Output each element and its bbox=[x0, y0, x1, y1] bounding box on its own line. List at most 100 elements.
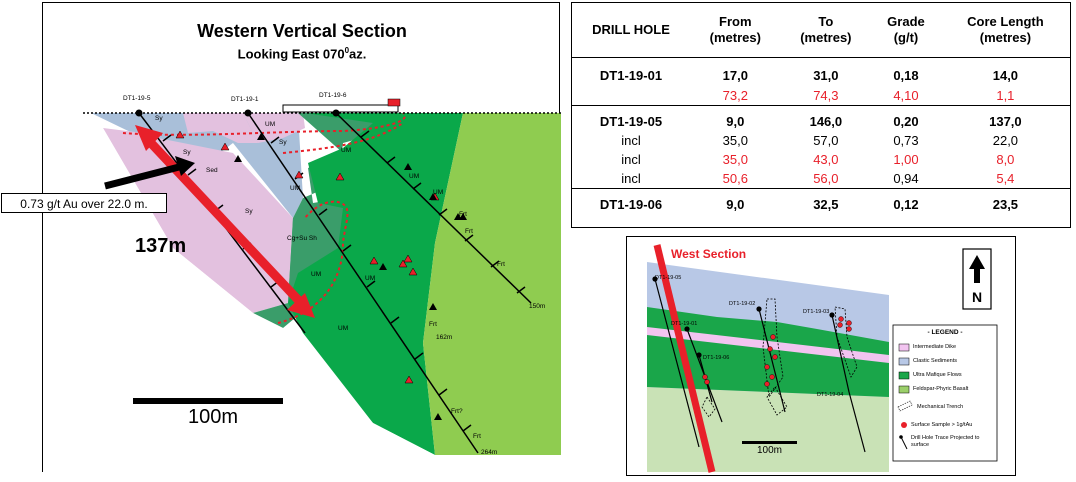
red-contact-line-2 bbox=[282, 122, 404, 154]
table-row: DT1-19-05 9,0 146,0 0,20 137,0 bbox=[572, 104, 1070, 131]
cell-grade: 0,94 bbox=[893, 170, 919, 186]
header-to: To (metres) bbox=[780, 3, 872, 58]
cell-hole: incl bbox=[621, 132, 641, 148]
table-row: DT1-19-06 9,0 32,5 0,12 23,5 bbox=[572, 187, 1070, 214]
orientation-triangles bbox=[234, 133, 467, 420]
drill-trace-dt1-19-6 bbox=[335, 112, 532, 304]
legend-trench-icon bbox=[897, 400, 913, 412]
legend-sample-icon bbox=[901, 422, 907, 428]
unit-label: Frt bbox=[473, 433, 481, 440]
depth-label-264m: 264m bbox=[481, 449, 498, 456]
unit-label: Frt bbox=[497, 261, 505, 268]
unit-label: Sy bbox=[245, 208, 253, 215]
cell-hole bbox=[572, 86, 690, 106]
unit-label: UM bbox=[409, 173, 420, 180]
unit-label: Cg+Su Sh bbox=[287, 235, 317, 242]
cell-hole: incl bbox=[621, 170, 641, 186]
cell-from: 50,6 bbox=[722, 170, 748, 186]
ultramafic-flows-zone bbox=[288, 113, 463, 455]
map-trenches bbox=[701, 298, 858, 418]
cell-from: 9,0 bbox=[690, 187, 781, 214]
callout-arrow bbox=[104, 156, 195, 190]
sample-triangles bbox=[175, 130, 440, 384]
intercept-length-label: 137m bbox=[135, 235, 187, 257]
map-hole-label: DT1-19-02 bbox=[729, 301, 756, 307]
legend-item-label: Mechanical Trench bbox=[917, 404, 964, 410]
table-row: 73,2 74,3 4,10 1,1 bbox=[572, 86, 1070, 106]
map-hole-label: DT1-19-04 bbox=[817, 392, 844, 398]
drill-trace-dt1-19-1 bbox=[247, 112, 479, 454]
unit-label: UM bbox=[341, 147, 352, 154]
cell-to: 56,0 bbox=[813, 170, 839, 186]
legend-swatches bbox=[898, 343, 910, 394]
cell-grade: 0,20 bbox=[871, 104, 941, 131]
cell-grade: 0,12 bbox=[871, 187, 941, 214]
map-title: West Section bbox=[671, 247, 747, 261]
section-scale-label: 100m bbox=[188, 406, 239, 428]
header-core-length: Core Length (metres) bbox=[940, 3, 1070, 58]
table-row: incl 50,6 56,0 0,94 5,4 bbox=[572, 169, 1070, 189]
table-row: incl 35,0 43,0 1,00 8,0 bbox=[572, 150, 1070, 169]
map-scale-bar bbox=[742, 441, 797, 444]
header-drill-hole: DRILL HOLE bbox=[572, 3, 690, 58]
depth-label-162m: 162m bbox=[436, 334, 453, 341]
unit-label: Sy bbox=[279, 139, 287, 146]
below-section-mask bbox=[43, 113, 561, 473]
cell-hole: DT1-19-01 bbox=[599, 68, 663, 84]
table-row: DT1-19-01 17,0 31,0 0,18 14,0 bbox=[572, 58, 1070, 86]
cell-grade: 0,18 bbox=[893, 68, 919, 84]
legend-item-label: Ultra Mafique Flows bbox=[913, 372, 962, 378]
vertical-section-figure bbox=[43, 98, 561, 473]
depth-label-150m: 150m bbox=[529, 303, 546, 310]
cell-from: 73,2 bbox=[722, 87, 748, 103]
unit-label: UM bbox=[365, 275, 376, 282]
legend-item-label: Feldspar-Phyric Basalt bbox=[913, 386, 969, 392]
cell-length: 22,0 bbox=[992, 132, 1019, 148]
cell-from: 35,0 bbox=[722, 132, 748, 148]
map-hole-label: DT1-19-01 bbox=[671, 321, 698, 327]
cell-from: 17,0 bbox=[722, 68, 748, 84]
cell-length: 5,4 bbox=[996, 170, 1015, 186]
cell-to: 57,0 bbox=[813, 132, 839, 148]
drill-collars bbox=[135, 109, 340, 117]
trench-box bbox=[282, 104, 399, 113]
subtitle-suffix: az. bbox=[349, 46, 367, 62]
unit-label: Frt bbox=[459, 211, 467, 218]
cell-hole: DT1-19-06 bbox=[572, 187, 690, 214]
legend-drill-icon bbox=[900, 436, 908, 450]
plan-map-figure bbox=[647, 244, 998, 473]
scale-bar bbox=[133, 398, 283, 404]
subtitle-degree: 0 bbox=[344, 46, 350, 55]
cell-grade: 1,00 bbox=[893, 151, 919, 167]
legend-item-label: Clastic Sediments bbox=[913, 358, 958, 364]
trench-marker bbox=[387, 98, 401, 107]
map-hole-label: DT1-19-03 bbox=[803, 309, 830, 315]
north-label: N bbox=[971, 289, 983, 305]
cell-length: 23,5 bbox=[940, 187, 1070, 214]
plan-map-panel: West Section N 100m DT1-19-05 DT1-19-02 … bbox=[626, 236, 1016, 476]
table-row: incl 35,0 57,0 0,73 22,0 bbox=[572, 131, 1070, 150]
unit-label: Sy bbox=[155, 115, 163, 122]
um-dark-zone-lower bbox=[253, 203, 343, 328]
unit-label: UM bbox=[290, 185, 301, 192]
legend-item-label: Drill Hole Trace Projected to surface bbox=[911, 435, 980, 448]
map-basalt-zone bbox=[647, 387, 889, 472]
legend-drill-collar-icon bbox=[899, 435, 903, 439]
map-scale-label: 100m bbox=[757, 445, 783, 456]
legend-item-label: Surface Sample > 1g/tAu bbox=[911, 422, 973, 428]
cell-length: 8,0 bbox=[996, 151, 1015, 167]
unit-label: Sy bbox=[183, 149, 191, 156]
legend-item-label: Intermediate Dike bbox=[913, 344, 957, 350]
cell-length: 14,0 bbox=[992, 68, 1019, 84]
unit-label: Sed bbox=[206, 167, 218, 174]
table-header-row: DRILL HOLE From (metres) To (metres) Gra… bbox=[572, 3, 1070, 58]
header-grade: Grade (g/t) bbox=[871, 3, 941, 58]
hole-label-dt1-19-5: DT1-19-5 bbox=[123, 95, 151, 102]
cell-to: 31,0 bbox=[813, 68, 839, 84]
cell-hole: DT1-19-05 bbox=[572, 104, 690, 131]
section-subtitle: Looking East 0700az. bbox=[43, 46, 561, 61]
cell-to: 43,0 bbox=[813, 151, 839, 167]
unit-label: UM bbox=[338, 325, 349, 332]
hole-label-dt1-19-6: DT1-19-6 bbox=[319, 92, 347, 99]
intermediate-dike-right bbox=[243, 113, 305, 143]
